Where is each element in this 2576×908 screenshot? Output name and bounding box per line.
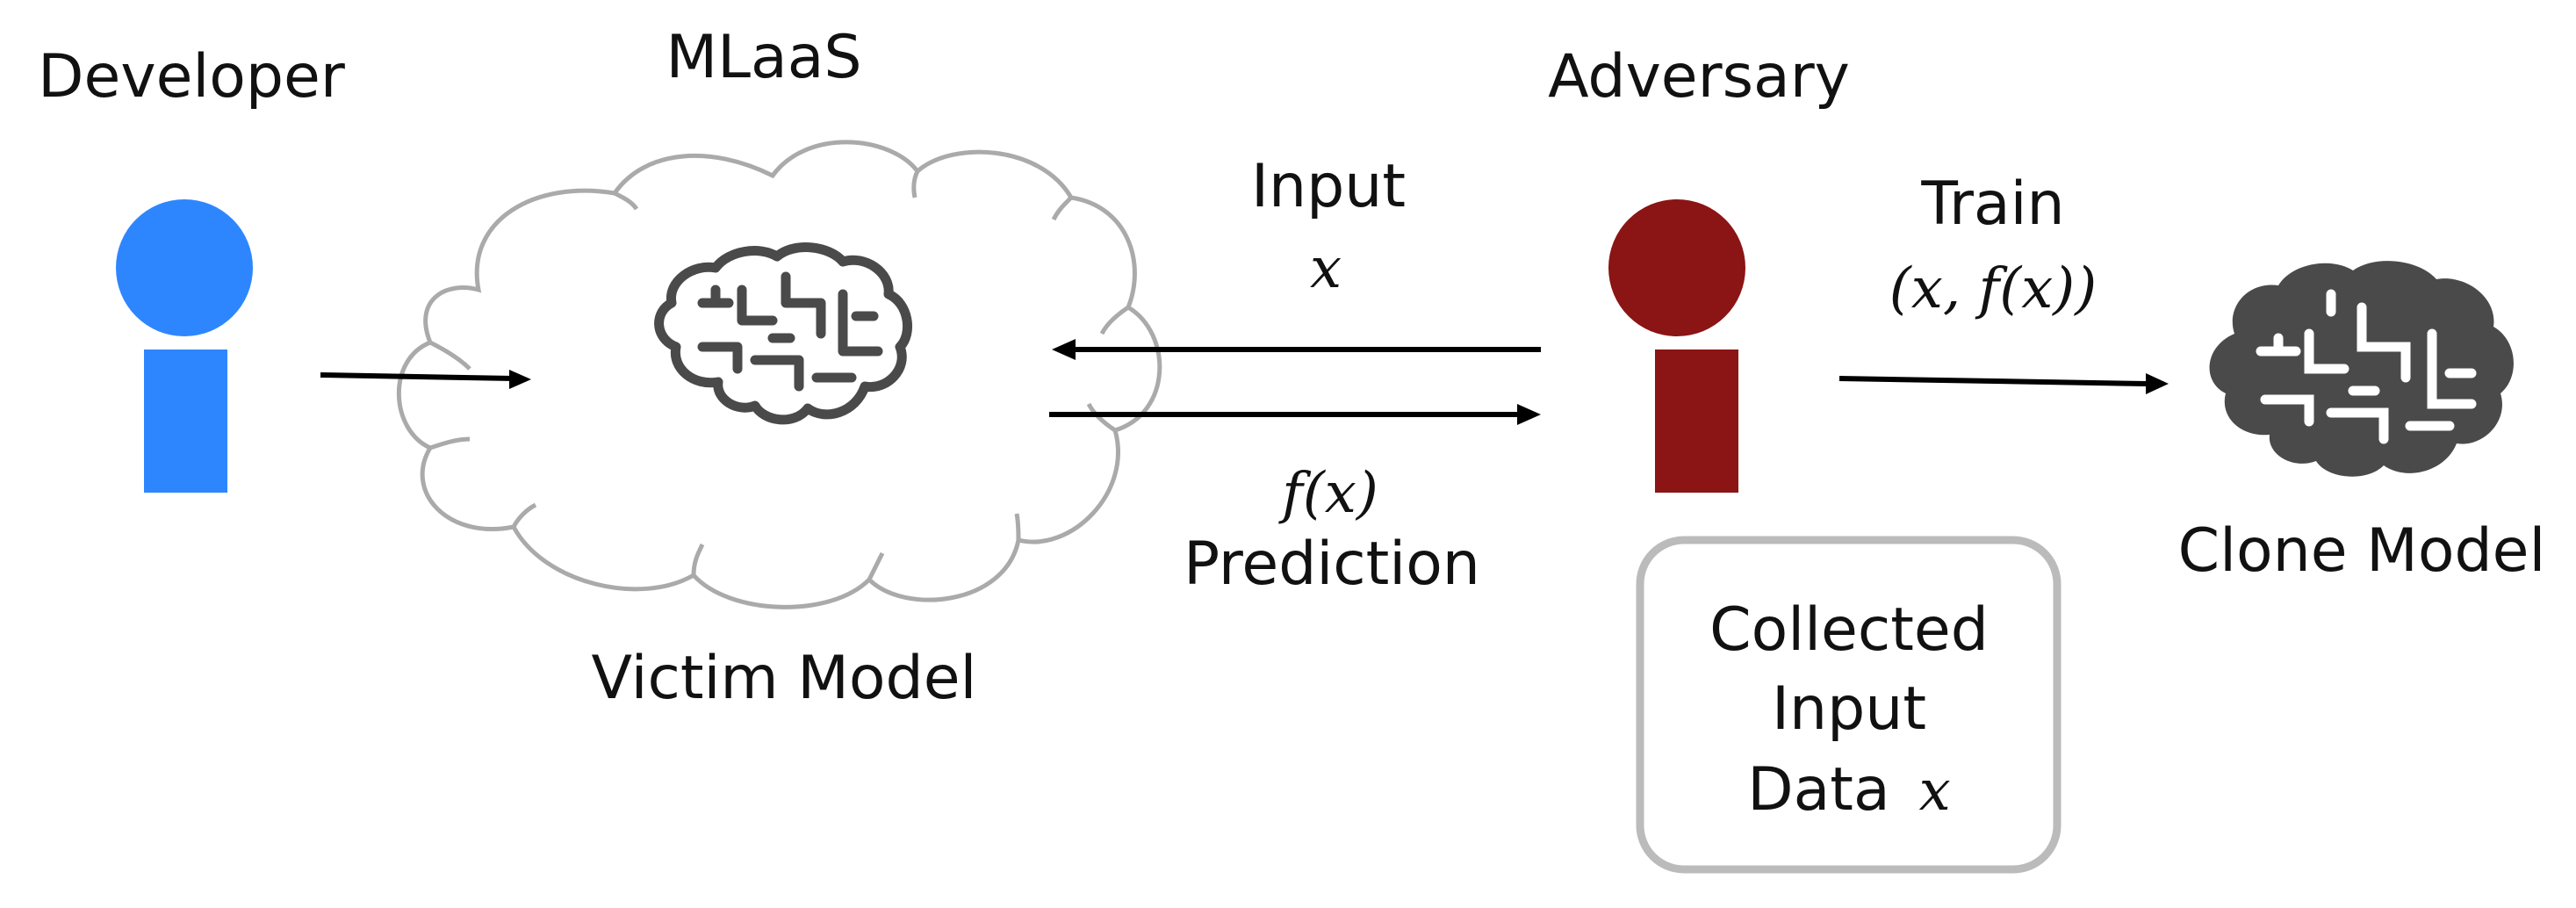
clone-model-label: Clone Model	[2178, 516, 2546, 586]
collected-data-line3: Data x	[1747, 755, 1950, 825]
query-arrow	[1052, 339, 1541, 360]
train-pair: (x, f(x))	[1889, 256, 2097, 321]
collected-data-line3-symbol: x	[1919, 759, 1951, 824]
developer-label: Developer	[38, 42, 345, 112]
collected-data-line2: Input	[1772, 674, 1926, 744]
adversary-label: Adversary	[1548, 42, 1850, 112]
prediction-symbol: f(x)	[1278, 461, 1378, 526]
collected-data-line3-text: Data	[1747, 755, 1889, 825]
clone-brain-icon	[2209, 261, 2514, 477]
prediction-label: Prediction	[1184, 530, 1480, 599]
mlaas-label: MLaaS	[666, 23, 861, 92]
input-symbol: x	[1310, 236, 1342, 301]
prediction-arrow	[1049, 404, 1541, 425]
developer-person-icon	[116, 199, 253, 493]
deploy-arrow	[320, 370, 531, 389]
collected-data-box: Collected Input Data x	[1636, 536, 2062, 874]
input-label: Input	[1251, 152, 1406, 221]
train-arrow	[1838, 373, 2169, 394]
collected-data-line1: Collected	[1709, 595, 1989, 665]
adversary-person-icon	[1608, 199, 1745, 493]
train-label: Train	[1920, 169, 2064, 239]
victim-brain-icon	[654, 242, 913, 425]
victim-model-label: Victim Model	[592, 644, 977, 713]
mlaas-cloud-icon	[396, 140, 1162, 609]
